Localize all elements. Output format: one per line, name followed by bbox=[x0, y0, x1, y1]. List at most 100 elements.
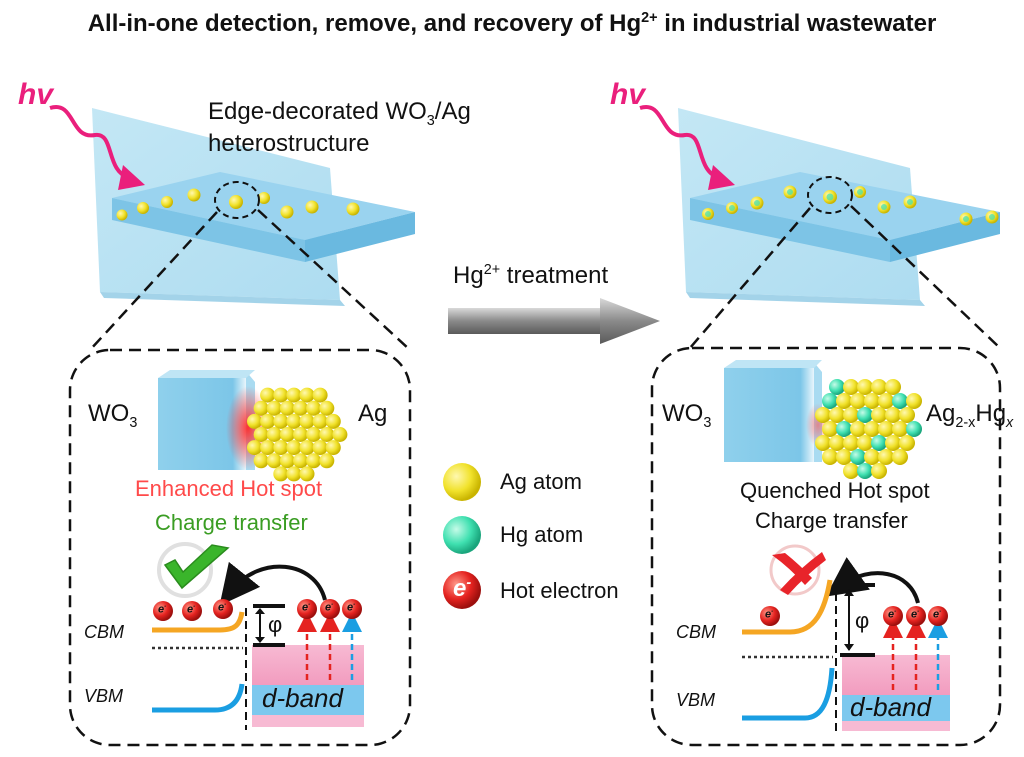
left-vbm-label: VBM bbox=[84, 686, 124, 706]
title-main: All-in-one detection, remove, and recove… bbox=[87, 10, 642, 37]
ag-atom bbox=[286, 440, 302, 456]
ag-atom bbox=[829, 407, 845, 423]
right-cbm-label: CBM bbox=[676, 622, 716, 642]
left-ag-nanoparticles bbox=[116, 188, 360, 221]
left-zoom-panel bbox=[68, 348, 412, 747]
ag-atom bbox=[836, 449, 852, 465]
hg-atom bbox=[892, 393, 908, 409]
ag-atom bbox=[864, 393, 880, 409]
left-heading-post: /Ag bbox=[434, 98, 471, 125]
ag-atom bbox=[836, 393, 852, 409]
ag-atom bbox=[273, 440, 289, 456]
right-alloy-mid: Hg bbox=[975, 400, 1007, 427]
electron-minus: - bbox=[224, 601, 227, 608]
ag-atom bbox=[899, 407, 915, 423]
ag-atom bbox=[312, 387, 328, 403]
check-icon bbox=[157, 542, 230, 598]
title-sup: 2+ bbox=[641, 10, 658, 26]
ag-atom bbox=[878, 421, 894, 437]
ag-atom bbox=[892, 449, 908, 465]
figure-title: All-in-one detection, remove, and recove… bbox=[0, 10, 1024, 38]
hg-atom bbox=[857, 463, 873, 479]
left-ag-label: Ag bbox=[358, 400, 388, 427]
ag-atom bbox=[266, 400, 282, 416]
right-light-wave bbox=[639, 104, 721, 180]
ag-atom bbox=[306, 427, 322, 442]
legend-electron-label: Hot electron bbox=[500, 578, 619, 603]
ag-atom bbox=[822, 449, 838, 465]
electron-symbol: e- bbox=[453, 575, 471, 603]
ag-atom bbox=[850, 393, 866, 409]
right-wo3-label: WO3 bbox=[662, 400, 711, 431]
ag-atom bbox=[247, 413, 262, 429]
left-hotspot-label: Enhanced Hot spot bbox=[135, 476, 323, 501]
hg-atom bbox=[850, 449, 866, 465]
ag-atom bbox=[279, 453, 295, 469]
legend-hg-label: Hg atom bbox=[500, 522, 584, 547]
treatment-arrow bbox=[448, 298, 660, 344]
right-hotspot-label: Quenched Hot spot bbox=[740, 478, 930, 503]
ag-atom bbox=[871, 463, 887, 479]
legend-markers bbox=[443, 463, 481, 609]
ag-atom bbox=[899, 435, 915, 451]
ag-atom bbox=[885, 379, 901, 395]
electron-symbol: e- bbox=[302, 601, 310, 614]
right-phi-label: φ bbox=[855, 608, 870, 633]
ag-atom bbox=[325, 413, 341, 429]
ag-atom bbox=[286, 466, 302, 482]
treatment-post: treatment bbox=[500, 262, 609, 289]
electron-symbol: e- bbox=[325, 601, 333, 614]
ag-atom bbox=[885, 435, 901, 451]
ag-atom bbox=[312, 440, 328, 456]
right-alloy-nanoparticles bbox=[702, 185, 999, 226]
ag-atom bbox=[871, 407, 887, 423]
ag-atom bbox=[843, 463, 859, 479]
left-heading-line1: Edge-decorated WO3/Ag bbox=[208, 98, 471, 129]
right-hot-electrons bbox=[760, 606, 948, 626]
left-cbm-label: CBM bbox=[84, 622, 124, 642]
ag-atom bbox=[286, 413, 302, 429]
ag-atom bbox=[293, 453, 308, 469]
ag-atom bbox=[306, 400, 322, 416]
ag-atom bbox=[871, 379, 887, 395]
ag-atom bbox=[306, 453, 322, 469]
electron-symbol: e- bbox=[347, 601, 355, 614]
ag-atom bbox=[286, 387, 302, 403]
ag-atom bbox=[299, 387, 315, 403]
electron-minus: - bbox=[308, 601, 311, 608]
right-alloy-pre: Ag bbox=[926, 400, 956, 427]
left-wo3-text: WO bbox=[88, 400, 130, 427]
right-band-diagram bbox=[742, 579, 950, 732]
electron-symbol: e- bbox=[765, 608, 773, 621]
right-wo3-text: WO bbox=[662, 400, 704, 427]
hg-atom bbox=[829, 379, 845, 395]
right-dband-label: d-band bbox=[850, 692, 931, 722]
legend-electron-swatch bbox=[443, 571, 481, 609]
electron-e: e bbox=[453, 575, 467, 602]
electron-minus: - bbox=[331, 601, 334, 608]
ag-atom bbox=[253, 400, 269, 416]
legend-hg-swatch bbox=[443, 516, 481, 554]
legend-ag-swatch bbox=[443, 463, 481, 501]
ag-atom bbox=[815, 407, 831, 423]
electron-symbol: e- bbox=[911, 608, 919, 621]
right-wo3-sub: 3 bbox=[703, 414, 712, 431]
right-light-arrowhead bbox=[708, 165, 735, 190]
left-zoom-circle bbox=[214, 181, 260, 219]
ag-atom bbox=[279, 427, 295, 442]
ag-atom bbox=[260, 413, 276, 429]
left-heading-line2: heterostructure bbox=[208, 130, 370, 157]
ag-atom bbox=[843, 379, 859, 395]
ag-atom bbox=[319, 453, 335, 469]
right-alloy-cluster bbox=[815, 379, 922, 479]
left-heterostructure-model bbox=[92, 108, 415, 306]
electron-e: e bbox=[302, 601, 309, 614]
electron-symbol: e- bbox=[888, 608, 896, 621]
electron-e: e bbox=[158, 603, 165, 616]
ag-atom bbox=[312, 413, 328, 429]
ag-atom bbox=[299, 413, 315, 429]
left-dband-label: d-band bbox=[262, 683, 343, 713]
electron-e: e bbox=[888, 608, 895, 621]
electron-minus: - bbox=[353, 601, 356, 608]
ag-atom bbox=[279, 400, 295, 416]
